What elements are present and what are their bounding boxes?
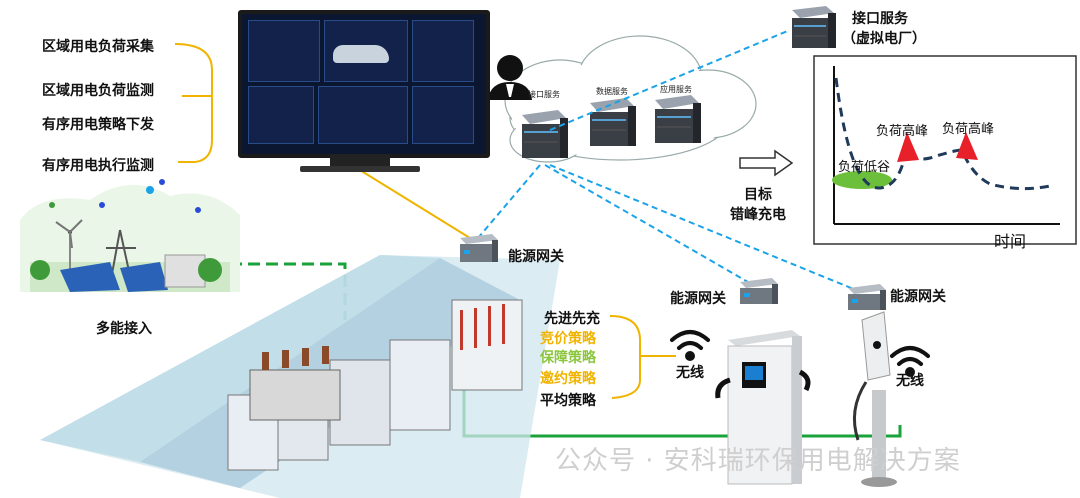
screen-panel-bottom-right bbox=[412, 86, 474, 144]
cloud-interface-service: 接口服务 bbox=[528, 90, 560, 99]
monitoring-screen bbox=[238, 10, 490, 158]
strategy-first-come: 先进先充 bbox=[544, 311, 600, 327]
chart-peak2-label: 负荷高峰 bbox=[942, 122, 995, 137]
wireless-label-1: 无线 bbox=[676, 365, 704, 381]
renewable-landscape bbox=[20, 179, 240, 292]
switchgear-building bbox=[40, 255, 560, 498]
ac-charging-post bbox=[852, 311, 897, 487]
gateway-device-charger1 bbox=[740, 278, 778, 304]
target-subtitle: 错峰充电 bbox=[730, 207, 786, 223]
user-icon bbox=[488, 55, 532, 100]
load-chart bbox=[813, 55, 1077, 245]
label-strategy-dispatch: 有序用电策略下发 bbox=[42, 117, 154, 133]
server-app-cloud bbox=[655, 95, 701, 143]
gateway-charger1-label: 能源网关 bbox=[670, 291, 726, 307]
screen-panel-bottom-mid bbox=[318, 86, 408, 144]
interface-service-subtitle: （虚拟电厂） bbox=[842, 31, 926, 47]
label-load-monitoring: 区域用电负荷监测 bbox=[42, 83, 154, 99]
chart-x-axis-label: 时间 bbox=[994, 232, 1027, 251]
gateway-charger2-label: 能源网关 bbox=[890, 289, 946, 305]
screen-panel-right bbox=[412, 20, 474, 82]
watermark: 公众号 · 安科瑞环保用电解决方案 bbox=[555, 446, 961, 476]
gateway-main-label: 能源网关 bbox=[508, 249, 564, 265]
strategy-bidding: 竞价策略 bbox=[540, 331, 596, 347]
chart-peak1-label: 负荷高峰 bbox=[876, 124, 929, 139]
screen-panel-center bbox=[324, 20, 408, 82]
monitor-base bbox=[300, 166, 420, 172]
strategy-bracket bbox=[609, 315, 641, 399]
wireless-label-2: 无线 bbox=[896, 373, 924, 389]
label-execution-monitoring: 有序用电执行监测 bbox=[42, 158, 154, 174]
gateway-device-main bbox=[460, 234, 498, 262]
arrow-to-chart bbox=[739, 149, 794, 177]
chart-valley-label: 负荷低谷 bbox=[838, 160, 891, 175]
screen-panel-bottom-left bbox=[248, 86, 314, 144]
dc-charging-pile bbox=[715, 330, 811, 485]
server-interface-cloud bbox=[522, 110, 568, 158]
cloud-data-service: 数据服务 bbox=[596, 87, 628, 96]
label-bracket bbox=[174, 43, 213, 163]
monitor-stand bbox=[330, 154, 390, 166]
strategy-invitation: 邀约策略 bbox=[540, 371, 596, 387]
label-multi-energy: 多能接入 bbox=[96, 321, 152, 337]
wifi-icon bbox=[890, 346, 930, 377]
interface-service-title: 接口服务 bbox=[852, 11, 908, 27]
server-virtual-power-plant bbox=[792, 6, 836, 48]
cloud-app-service: 应用服务 bbox=[660, 85, 692, 94]
network-links bbox=[477, 29, 857, 291]
car-graphic bbox=[333, 45, 389, 63]
gateway-device-charger2 bbox=[848, 284, 886, 310]
server-data-cloud bbox=[590, 98, 636, 146]
label-load-collection: 区域用电负荷采集 bbox=[42, 39, 154, 55]
wifi-icon bbox=[670, 330, 710, 361]
target-title: 目标 bbox=[744, 187, 772, 203]
screen-panel-left bbox=[248, 20, 320, 82]
strategy-guarantee: 保障策略 bbox=[540, 350, 596, 366]
strategy-average: 平均策略 bbox=[540, 393, 596, 409]
